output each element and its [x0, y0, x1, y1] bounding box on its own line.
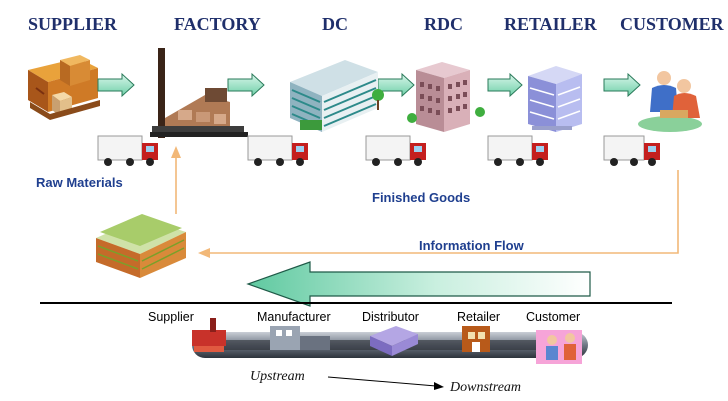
- truck-icon-4: [487, 135, 548, 166]
- truck-icon-5: [603, 135, 660, 166]
- information-center-building-icon: [96, 214, 186, 278]
- big-flow-arrow: [246, 261, 591, 307]
- downstream-label: Downstream: [450, 380, 522, 395]
- flow-arrow-factory-dc: [227, 72, 265, 98]
- truck-icon-1: [97, 135, 158, 166]
- customer-couple-icon: [638, 71, 702, 132]
- flow-arrow-supplier-factory: [97, 72, 135, 98]
- chain-label-supplier: Supplier: [148, 310, 194, 324]
- chain-retailer-icon: [462, 326, 490, 352]
- chain-supplier-factory-icon: [192, 318, 226, 352]
- factory-chimney-icon: [150, 48, 248, 138]
- chain-label-manufacturer: Manufacturer: [257, 310, 331, 324]
- finished-goods-label: Finished Goods: [372, 190, 471, 205]
- distribution-center-building-icon: [290, 60, 384, 132]
- chain-manufacturer-icon: [270, 326, 330, 350]
- stage-title-customer: CUSTOMER: [620, 14, 724, 34]
- flow-arrow-rdc-retailer: [487, 72, 523, 98]
- information-flow-up-arrowhead: [171, 146, 181, 158]
- chain-label-retailer: Retailer: [457, 310, 501, 324]
- truck-icon-3: [365, 135, 426, 166]
- stage-title-supplier: SUPPLIER: [28, 14, 118, 34]
- chain-customer-icon: [536, 330, 582, 364]
- retailer-store-icon: [528, 66, 582, 132]
- upstream-downstream-arrow: [327, 376, 444, 390]
- supplier-boxes-icon: [28, 55, 100, 120]
- chain-label-customer: Customer: [526, 310, 581, 324]
- stage-title-retailer: RETAILER: [504, 14, 597, 34]
- chain-label-distributor: Distributor: [362, 310, 419, 324]
- stage-title-dc: DC: [322, 14, 348, 34]
- upstream-label: Upstream: [250, 369, 305, 384]
- regional-dc-building-icon: [407, 62, 485, 132]
- raw-materials-label: Raw Materials: [36, 175, 123, 190]
- information-flow-label: Information Flow: [419, 238, 524, 253]
- stage-title-rdc: RDC: [424, 14, 463, 34]
- truck-icon-2: [247, 135, 308, 166]
- information-flow-arrowhead: [198, 248, 210, 258]
- stage-title-factory: FACTORY: [174, 14, 261, 34]
- flow-arrow-retailer-customer: [603, 72, 641, 98]
- information-flow-line: [175, 150, 679, 254]
- chain-distributor-icon: [370, 326, 418, 356]
